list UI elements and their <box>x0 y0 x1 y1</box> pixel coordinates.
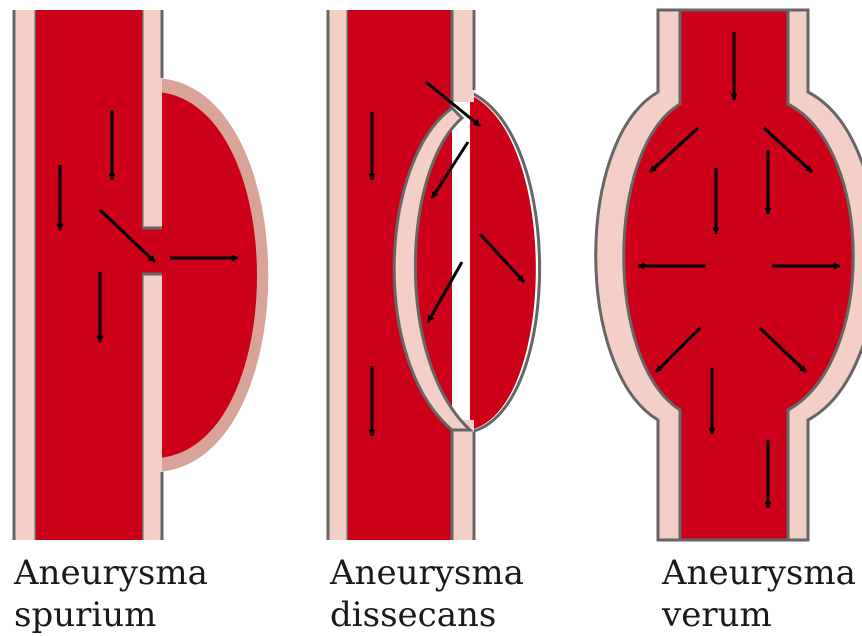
vessel-lumen <box>36 10 142 540</box>
caption-line1: Aneurysma <box>14 552 208 594</box>
aneurysm-diagram <box>0 0 862 545</box>
panel-verum <box>596 10 862 540</box>
false-lumen <box>456 90 536 430</box>
caption-line2: spurium <box>14 594 208 636</box>
vessel-wall-left <box>328 10 348 540</box>
panel-dissecans <box>328 10 540 540</box>
panel-spurium <box>14 10 268 540</box>
caption-spurium: Aneurysma spurium <box>14 552 208 636</box>
caption-line2: verum <box>662 594 856 636</box>
caption-dissecans: Aneurysma dissecans <box>330 552 524 636</box>
caption-verum: Aneurysma verum <box>662 552 856 636</box>
caption-line1: Aneurysma <box>662 552 856 594</box>
caption-line2: dissecans <box>330 594 524 636</box>
caption-line1: Aneurysma <box>330 552 524 594</box>
vessel-wall-left <box>14 10 36 540</box>
